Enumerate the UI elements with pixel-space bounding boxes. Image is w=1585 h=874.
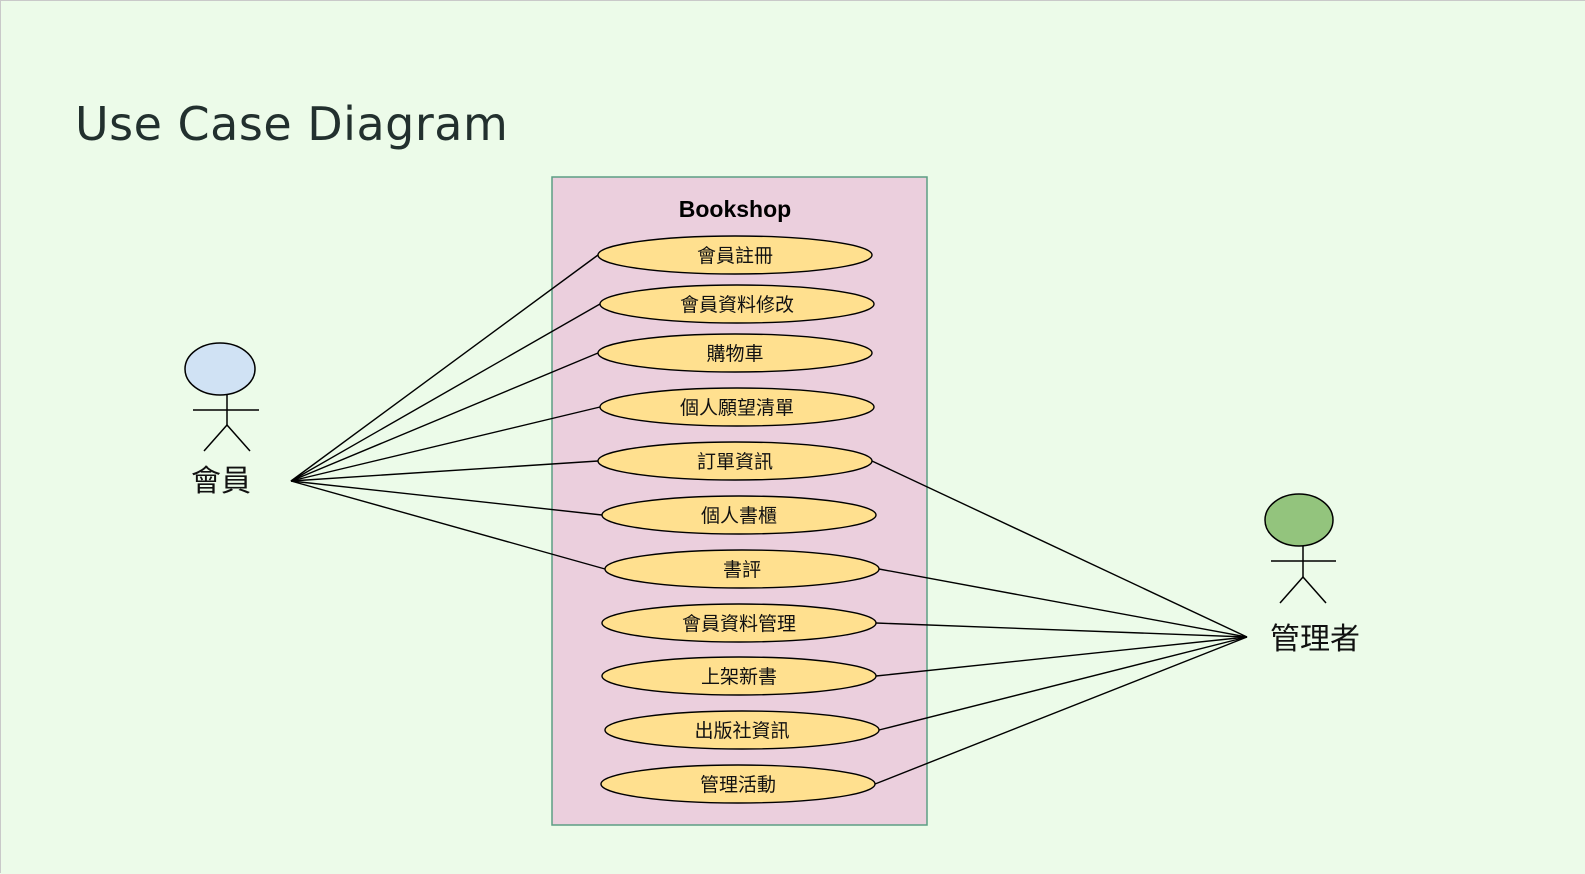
actor-member-head	[184, 342, 256, 396]
actor-member[interactable]: 會員	[184, 342, 259, 499]
use-case-label: 出版社資訊	[694, 720, 789, 742]
actor-admin[interactable]: 管理者	[1264, 493, 1360, 657]
association-admin-9	[878, 636, 1248, 731]
use-case-ellipse	[599, 284, 875, 324]
system-name: Bookshop	[679, 196, 791, 222]
association-member-2	[290, 352, 599, 482]
use-case-9[interactable]: 出版社資訊	[604, 710, 880, 750]
use-case-2[interactable]: 購物車	[597, 333, 873, 373]
use-case-7[interactable]: 會員資料管理	[601, 603, 877, 643]
use-case-ellipse	[597, 333, 873, 373]
association-member-0	[290, 254, 599, 482]
association-admin-6	[878, 568, 1248, 638]
association-admin-8	[875, 636, 1248, 677]
use-case-ellipse	[597, 235, 873, 275]
page-title: Use Case Diagram	[75, 97, 509, 151]
use-case-label: 上架新書	[701, 666, 777, 688]
association-admin-7	[875, 622, 1248, 638]
association-member-4	[290, 460, 599, 482]
use-case-ellipse	[604, 549, 880, 589]
use-case-label: 購物車	[706, 343, 763, 365]
use-cases: 會員註冊會員資料修改購物車個人願望清單訂單資訊個人書櫃書評會員資料管理上架新書出…	[597, 235, 880, 804]
use-case-ellipse	[599, 387, 875, 427]
association-member-5	[290, 480, 603, 516]
use-case-label: 個人願望清單	[680, 397, 794, 419]
actor-admin-head	[1264, 493, 1334, 547]
use-case-label: 訂單資訊	[697, 451, 773, 473]
use-case-ellipse	[597, 441, 873, 481]
use-case-label: 管理活動	[700, 774, 776, 796]
use-case-1[interactable]: 會員資料修改	[599, 284, 875, 324]
use-case-3[interactable]: 個人願望清單	[599, 387, 875, 427]
association-lines	[290, 254, 1248, 785]
use-case-ellipse	[601, 495, 877, 535]
actor-admin-leg-right	[1302, 576, 1327, 604]
association-member-1	[290, 303, 601, 482]
actor-member-leg-left	[203, 424, 228, 452]
use-case-label: 會員註冊	[697, 245, 773, 267]
use-case-10[interactable]: 管理活動	[600, 764, 876, 804]
use-case-0[interactable]: 會員註冊	[597, 235, 873, 275]
use-case-label: 會員資料管理	[682, 613, 796, 635]
actor-member-name: 會員	[191, 464, 251, 499]
association-member-6	[290, 480, 606, 570]
association-member-3	[290, 406, 601, 482]
actor-admin-leg-left	[1279, 576, 1304, 604]
use-case-ellipse	[601, 656, 877, 696]
use-case-ellipse	[601, 603, 877, 643]
use-case-label: 會員資料修改	[680, 294, 794, 316]
use-case-label: 書評	[723, 559, 761, 581]
use-case-label: 個人書櫃	[701, 505, 777, 527]
actor-admin-name: 管理者	[1270, 622, 1360, 657]
use-case-5[interactable]: 個人書櫃	[601, 495, 877, 535]
use-case-6[interactable]: 書評	[604, 549, 880, 589]
use-case-4[interactable]: 訂單資訊	[597, 441, 873, 481]
association-admin-4	[871, 460, 1248, 638]
actor-member-leg-right	[226, 424, 251, 452]
use-case-ellipse	[600, 764, 876, 804]
use-case-ellipse	[604, 710, 880, 750]
association-admin-10	[874, 636, 1248, 785]
use-case-8[interactable]: 上架新書	[601, 656, 877, 696]
